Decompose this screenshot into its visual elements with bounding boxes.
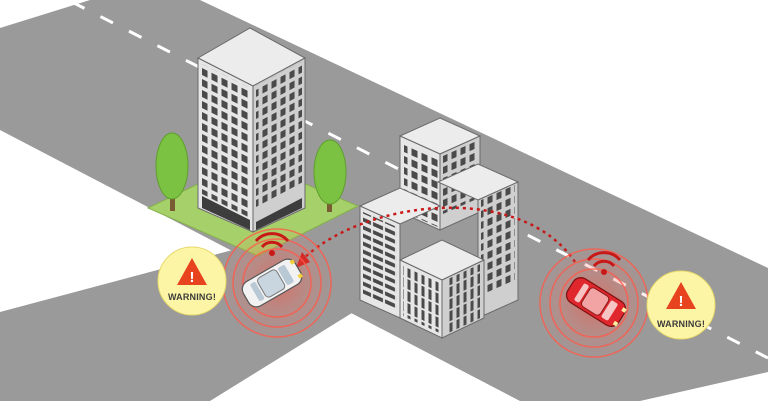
warning-label-right: WARNING! — [657, 319, 705, 329]
warning-badge-right: ! WARNING! — [647, 271, 715, 339]
warning-label-left: WARNING! — [168, 292, 216, 302]
warning-badge-left: ! WARNING! — [158, 247, 226, 315]
office-tower-left — [198, 28, 305, 232]
warning-mark-left: ! — [190, 269, 195, 286]
warning-mark-right: ! — [679, 293, 684, 310]
